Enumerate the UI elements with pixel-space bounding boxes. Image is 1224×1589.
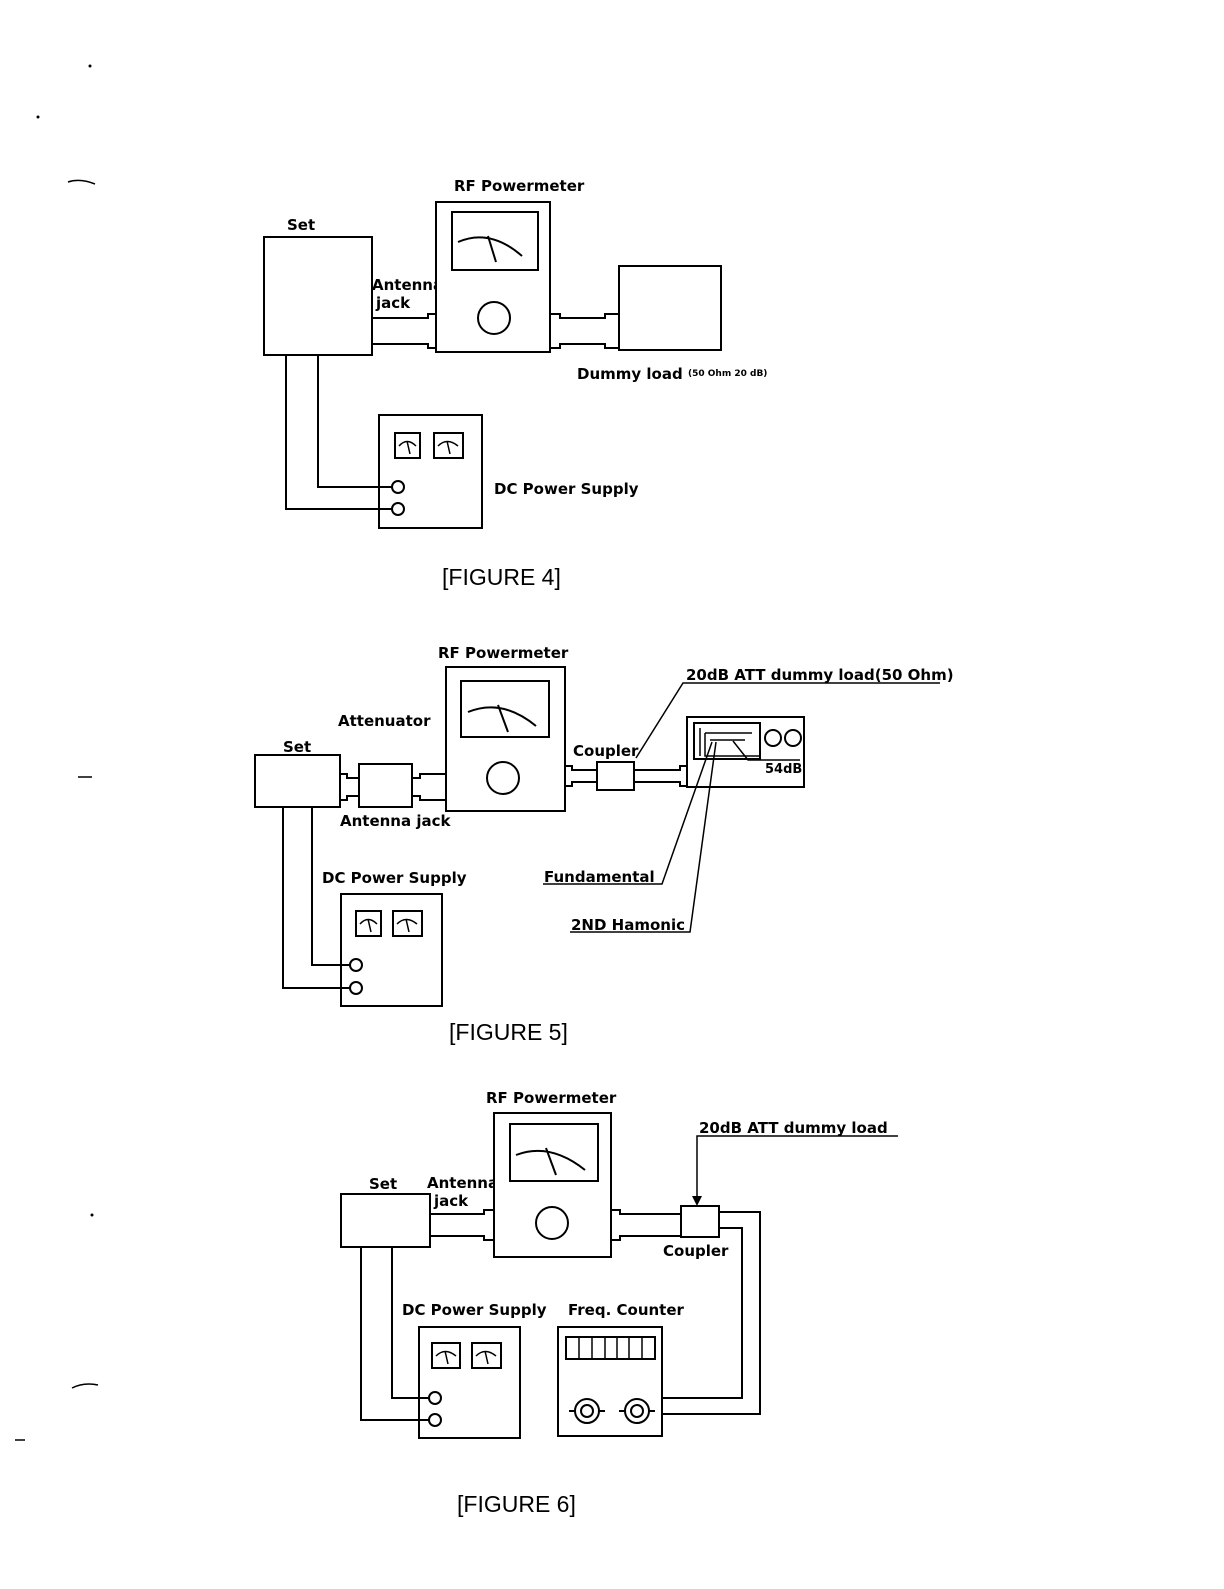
fig5-fundamental-leader xyxy=(543,741,713,885)
fig4-power-lead-1 xyxy=(317,355,392,488)
fig5-dc-meter-1-needle xyxy=(359,918,378,933)
fig5-antenna-label: Antenna jack xyxy=(340,812,451,830)
fig5-dc-label: DC Power Supply xyxy=(322,869,467,887)
fig6-caption: [FIGURE 6] xyxy=(457,1491,576,1517)
fig6-set-label: Set xyxy=(369,1175,397,1193)
fig6-counter-display xyxy=(565,1336,656,1360)
fig5-coupler-label: Coupler xyxy=(573,742,639,760)
fig6-antenna-label-1: Antenna xyxy=(427,1174,498,1192)
fig4-powermeter-needle xyxy=(487,235,497,263)
fig5-harmonic-leader xyxy=(570,741,717,933)
fig5-powermeter-knob xyxy=(486,761,520,795)
fig6-att-dummy-arrowhead xyxy=(692,1196,702,1206)
fig4-dummy-load-box xyxy=(618,265,722,351)
fig6-powermeter-label: RF Powermeter xyxy=(486,1089,617,1107)
fig4-dc-meter-2-needle xyxy=(437,440,459,455)
fig5-power-lead-2 xyxy=(282,807,350,989)
fig6-dc-terminal-1 xyxy=(428,1391,442,1405)
figure-4: Set Antenna jack RF Powermeter Dummy loa… xyxy=(263,177,767,590)
fig5-fundamental-label: Fundamental xyxy=(544,868,655,886)
fig6-att-dummy-leader xyxy=(696,1135,898,1200)
fig4-powermeter-label: RF Powermeter xyxy=(454,177,585,195)
fig4-dummy-spec: (50 Ohm 20 dB) xyxy=(688,369,767,379)
fig5-powermeter-needle-arc xyxy=(467,706,537,727)
fig5-attenuator-label: Attenuator xyxy=(338,712,431,730)
figure-5: Set Attenuator Antenna jack RF Powermete… xyxy=(254,644,954,1045)
fig4-set-label: Set xyxy=(287,216,315,234)
fig5-harmonic-label: 2ND Hamonic xyxy=(571,916,685,934)
fig4-caption: [FIGURE 4] xyxy=(442,564,561,590)
fig6-antenna-cable xyxy=(430,1209,494,1241)
fig6-power-lead-1 xyxy=(391,1247,429,1399)
fig4-antenna-label-2: jack xyxy=(375,294,411,312)
fig6-dc-meter-2-needle xyxy=(475,1350,497,1365)
fig6-antenna-label-2: jack xyxy=(433,1192,469,1210)
fig5-powermeter-needle xyxy=(497,704,509,733)
fig5-power-lead-1 xyxy=(311,807,350,966)
fig6-dc-terminal-2 xyxy=(428,1413,442,1427)
fig5-analyzer-knob-2 xyxy=(784,729,802,747)
fig6-coupler-box xyxy=(680,1205,720,1238)
fig5-analyzer-screen xyxy=(693,722,761,760)
fig4-power-lead-2 xyxy=(285,355,392,510)
fig5-dc-terminal-1 xyxy=(349,958,363,972)
fig5-att-dummy-leader xyxy=(635,682,940,759)
fig6-dc-meter-1-needle xyxy=(435,1350,457,1365)
fig4-dummy-label: Dummy load xyxy=(577,365,683,383)
fig5-db-leader xyxy=(732,740,800,761)
fig4-dc-terminal-1 xyxy=(391,480,405,494)
fig6-counter-label: Freq. Counter xyxy=(568,1301,685,1319)
fig6-counter-connector-2 xyxy=(619,1398,655,1424)
fig4-antenna-label-1: Antenna xyxy=(372,276,443,294)
fig6-powermeter-needle-arc xyxy=(515,1149,586,1171)
fig4-set-box xyxy=(263,236,373,356)
scan-marks xyxy=(15,64,99,1441)
fig5-set-box xyxy=(254,754,341,808)
fig5-caption: [FIGURE 5] xyxy=(449,1019,568,1045)
fig4-dc-meter-1-needle xyxy=(398,440,417,455)
figure-6: Set Antenna jack RF Powermeter Coupler 2… xyxy=(340,1089,898,1517)
fig5-dc-terminal-2 xyxy=(349,981,363,995)
fig5-analyzer-knob-1 xyxy=(764,729,782,747)
fig5-set-label: Set xyxy=(283,738,311,756)
fig5-db-label: 54dB xyxy=(765,762,802,777)
fig5-att-dummy-label: 20dB ATT dummy load(50 Ohm) xyxy=(686,666,954,684)
fig6-power-lead-2 xyxy=(360,1247,429,1421)
fig5-meter-coupler-cable xyxy=(565,765,597,787)
fig4-powermeter-knob xyxy=(477,301,511,335)
fig5-coupler-analyzer-cable xyxy=(634,765,687,787)
fig6-counter-connector-1 xyxy=(569,1398,605,1424)
fig4-powermeter-needle-arc xyxy=(457,236,523,257)
fig4-dc-label: DC Power Supply xyxy=(494,480,639,498)
fig5-powermeter-label: RF Powermeter xyxy=(438,644,569,662)
fig6-powermeter-knob xyxy=(535,1206,569,1240)
fig5-coupler-box xyxy=(596,761,635,791)
fig6-coupler-counter-cable xyxy=(662,1211,761,1415)
fig6-att-dummy-label: 20dB ATT dummy load xyxy=(699,1119,888,1137)
fig5-analyzer-trace xyxy=(699,728,760,757)
fig6-set-box xyxy=(340,1193,431,1248)
fig4-load-cable xyxy=(550,313,619,349)
fig6-dc-label: DC Power Supply xyxy=(402,1301,547,1319)
fig6-powermeter-needle xyxy=(545,1147,557,1176)
fig5-attenuator-box xyxy=(358,763,413,808)
fig5-dc-meter-2-needle xyxy=(396,918,418,933)
fig4-dc-terminal-2 xyxy=(391,502,405,516)
fig5-set-attenuator-cable xyxy=(340,773,359,801)
fig5-attenuator-meter-cable xyxy=(412,773,446,801)
fig6-meter-coupler-cable xyxy=(611,1209,681,1241)
fig6-coupler-label: Coupler xyxy=(663,1242,729,1260)
fig4-antenna-cable xyxy=(372,313,436,349)
